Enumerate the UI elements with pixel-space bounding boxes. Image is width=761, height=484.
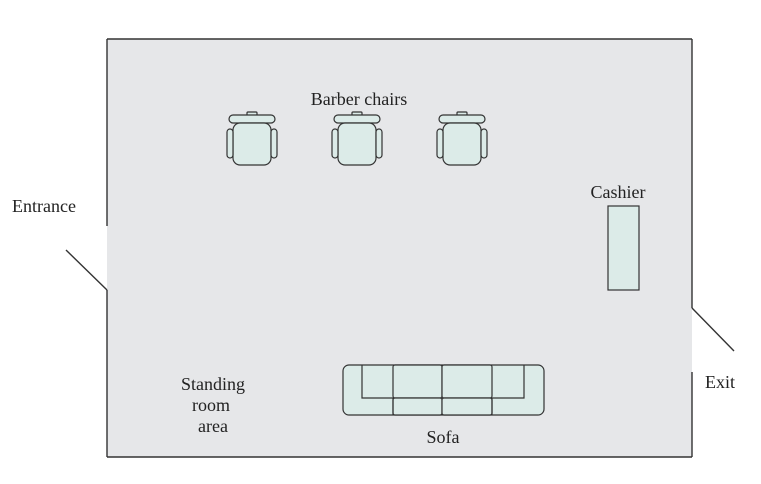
cashier-label: Cashier	[591, 182, 646, 202]
standing-room-label-line2: room	[192, 395, 230, 415]
standing-room-label-line1: Standing	[181, 374, 245, 394]
sofa	[342, 364, 545, 416]
standing-room-label-line3: area	[198, 416, 228, 436]
entrance-label: Entrance	[12, 196, 76, 216]
room-walls	[106, 38, 693, 458]
sofa-label: Sofa	[427, 427, 460, 447]
barber-chair	[436, 111, 488, 166]
cashier-counter	[607, 205, 640, 291]
barber-chairs-label: Barber chairs	[311, 89, 407, 109]
barber-chair	[226, 111, 278, 166]
exit-label: Exit	[705, 372, 735, 392]
exit-door	[691, 307, 735, 352]
entrance-door	[65, 249, 108, 291]
barber-chair	[331, 111, 383, 166]
